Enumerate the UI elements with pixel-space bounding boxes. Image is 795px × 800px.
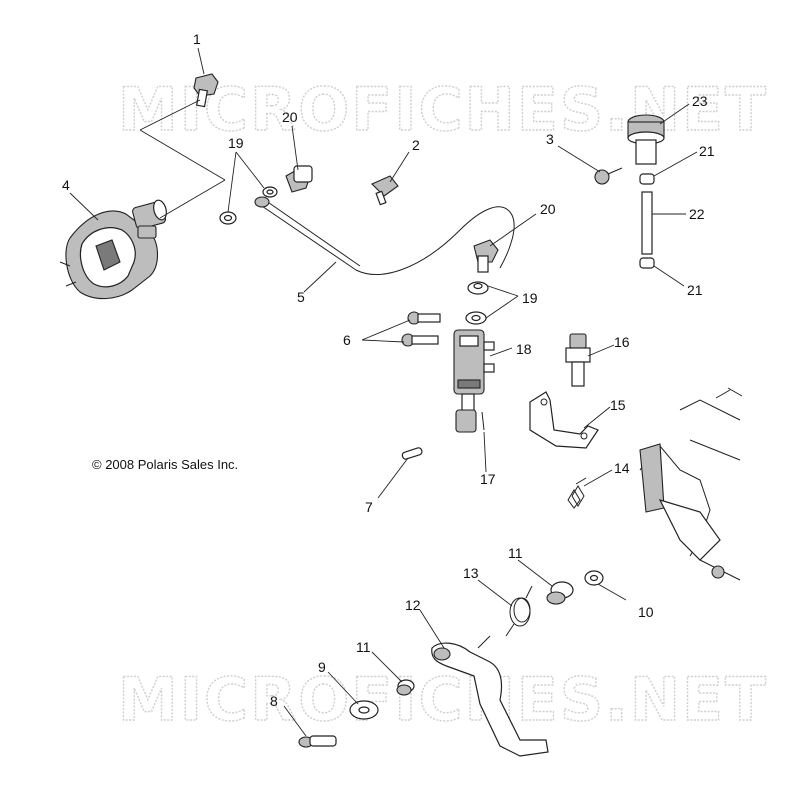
leader-5 bbox=[303, 261, 337, 293]
callout-1: 1 bbox=[193, 31, 201, 47]
part-13-torsion-spring bbox=[505, 585, 533, 637]
part-21-clamp-bottom bbox=[639, 257, 655, 269]
leader-6 bbox=[361, 319, 411, 343]
callout-5: 5 bbox=[297, 289, 305, 305]
part-10-washer bbox=[584, 570, 604, 586]
callout-3: 3 bbox=[546, 131, 554, 147]
leader-17 bbox=[483, 431, 487, 473]
part-21-clamp-top bbox=[639, 173, 655, 185]
leader-9 bbox=[327, 671, 359, 705]
part-16-pivot-stud bbox=[565, 333, 591, 387]
callout-13: 13 bbox=[463, 565, 479, 581]
frame-section bbox=[639, 387, 743, 581]
part-9-washer bbox=[349, 700, 379, 720]
callout-21-top: 21 bbox=[699, 143, 715, 159]
part-2-clip bbox=[371, 175, 399, 206]
part-1-bolt bbox=[193, 73, 219, 108]
part-22-reservoir-hose bbox=[641, 191, 653, 255]
leader-8 bbox=[283, 705, 307, 737]
leader-21-bottom bbox=[653, 265, 685, 287]
callout-18: 18 bbox=[516, 341, 532, 357]
callout-19-middle: 19 bbox=[522, 290, 538, 306]
part-19-washer-middle bbox=[465, 281, 489, 325]
leader-12 bbox=[419, 609, 445, 649]
part-23-reservoir bbox=[627, 114, 665, 165]
callout-11-lower: 11 bbox=[356, 639, 371, 655]
callout-20-left: 20 bbox=[282, 109, 298, 125]
callout-22: 22 bbox=[689, 206, 705, 222]
callout-11-upper: 11 bbox=[508, 545, 523, 561]
leader-21-top bbox=[653, 151, 698, 177]
callout-16: 16 bbox=[614, 334, 630, 350]
callout-21-bottom: 21 bbox=[687, 282, 703, 298]
leader-10 bbox=[597, 583, 627, 601]
callout-20-middle: 20 bbox=[540, 201, 556, 217]
callout-23: 23 bbox=[692, 93, 708, 109]
part-20-banjo-bolt-middle bbox=[473, 239, 499, 273]
callout-14: 14 bbox=[614, 460, 630, 476]
part-5-brake-line bbox=[254, 196, 515, 275]
part-19-washer-left bbox=[219, 186, 278, 225]
part-17-cotter-pin bbox=[481, 411, 485, 431]
leader-2 bbox=[389, 151, 410, 183]
leader-19-middle bbox=[485, 285, 519, 319]
part-6-bolts bbox=[401, 311, 441, 347]
part-18-master-cylinder bbox=[453, 329, 495, 433]
leader-20-middle bbox=[489, 213, 537, 247]
leader-1 bbox=[197, 47, 205, 75]
part-3-screw bbox=[594, 167, 623, 185]
leader-18 bbox=[489, 347, 513, 357]
callout-10: 10 bbox=[638, 604, 654, 620]
leader-16 bbox=[587, 344, 615, 357]
part-11-bushing-upper bbox=[546, 581, 574, 605]
callout-19-left: 19 bbox=[228, 135, 244, 151]
leader-13 bbox=[477, 579, 513, 607]
part-12-brake-pedal bbox=[431, 635, 549, 757]
leader-11-lower bbox=[371, 651, 403, 683]
copyright-notice: © 2008 Polaris Sales Inc. bbox=[92, 457, 238, 472]
callout-4: 4 bbox=[62, 177, 70, 193]
callout-2: 2 bbox=[412, 137, 420, 153]
part-14-spring bbox=[567, 477, 587, 509]
callout-15: 15 bbox=[610, 397, 626, 413]
callout-7: 7 bbox=[365, 499, 373, 515]
part-7-pin bbox=[401, 447, 423, 460]
leader-23 bbox=[659, 103, 690, 125]
leader-4 bbox=[69, 192, 99, 221]
part-15-bracket bbox=[529, 391, 599, 449]
leader-20-left bbox=[291, 125, 299, 171]
leader-19-left bbox=[227, 151, 265, 213]
leader-3 bbox=[557, 145, 601, 173]
part-11-bushing-lower bbox=[396, 679, 415, 696]
callout-12: 12 bbox=[405, 597, 421, 613]
part-8-bolt bbox=[298, 735, 337, 748]
part-20-banjo-bolt-left bbox=[285, 165, 313, 193]
leader-7 bbox=[377, 457, 409, 499]
callout-9: 9 bbox=[318, 659, 326, 675]
leader-15 bbox=[583, 406, 611, 429]
callout-8: 8 bbox=[270, 693, 278, 709]
callout-17: 17 bbox=[480, 471, 496, 487]
leader-14 bbox=[583, 469, 613, 487]
callout-6: 6 bbox=[343, 332, 351, 348]
watermark-bottom: MICROFICHES.NET bbox=[118, 665, 768, 735]
leader-11-upper bbox=[517, 559, 553, 587]
part-4-brake-caliper bbox=[59, 199, 167, 300]
